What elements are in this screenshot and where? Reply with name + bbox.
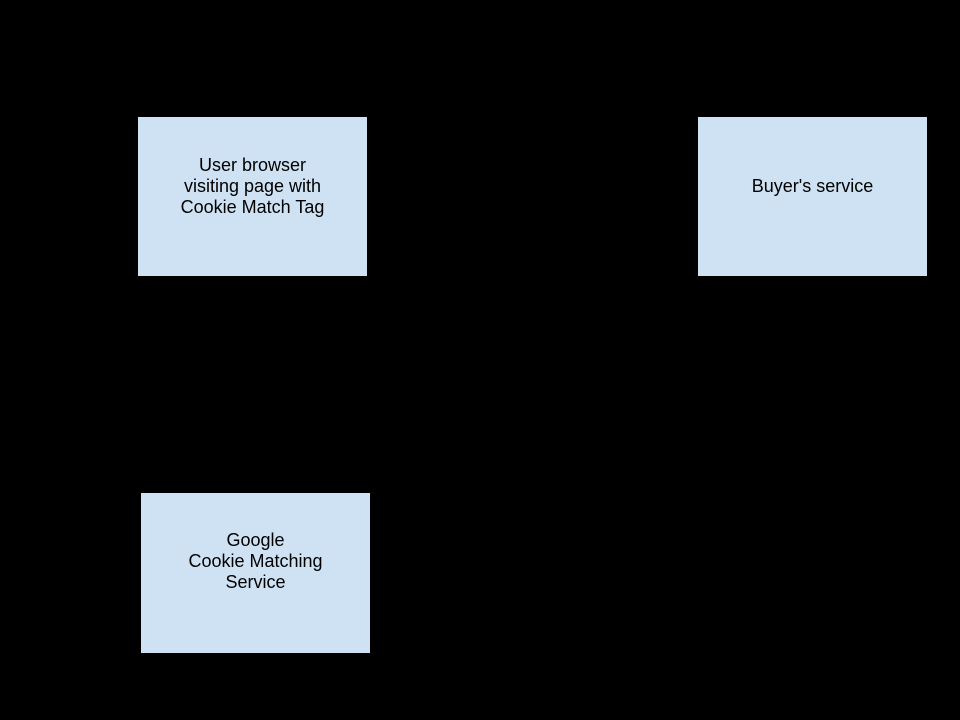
- node-buyers-service-label: Buyer's service: [752, 176, 873, 197]
- node-buyers-service: Buyer's service: [697, 116, 928, 277]
- node-google-cookie-matching-service-label: Google Cookie Matching Service: [188, 530, 322, 593]
- node-user-browser-label-line-1: User browser: [198, 155, 307, 175]
- node-user-browser-label-line-2: visiting page with: [183, 176, 322, 196]
- node-user-browser: User browser visiting page with Cookie M…: [137, 116, 368, 277]
- node-user-browser-label: User browser visiting page with Cookie M…: [181, 155, 325, 218]
- node-google-cms-label-line-1: Google: [226, 529, 285, 550]
- node-user-browser-label-line-3: Cookie Match Tag: [180, 197, 325, 217]
- node-google-cms-label-line-2: Cookie Matching: [188, 550, 323, 571]
- node-google-cms-label-line-3: Service: [225, 571, 286, 592]
- node-google-cookie-matching-service: Google Cookie Matching Service: [140, 492, 371, 654]
- node-buyers-service-label-line-1: Buyer's service: [751, 176, 874, 196]
